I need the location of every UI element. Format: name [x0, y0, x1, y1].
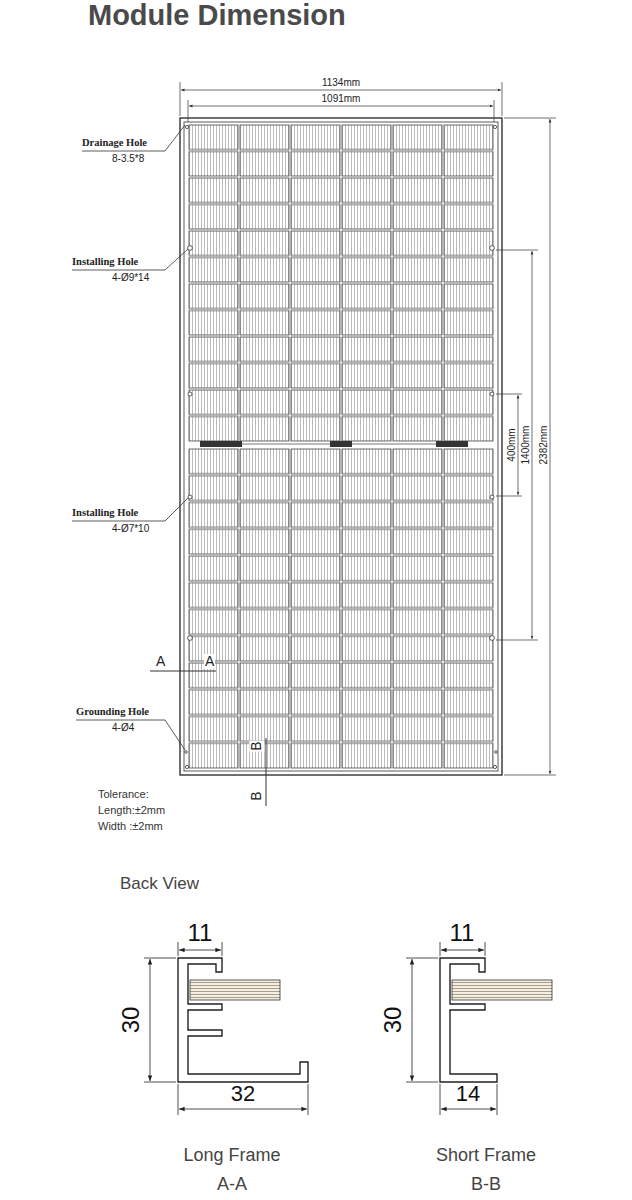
section-title: Short Frame: [436, 1146, 536, 1166]
tolerance-note: Tolerance:: [98, 788, 149, 800]
callout-label: Installing Hole: [72, 256, 138, 268]
section-marker: A: [156, 654, 165, 669]
section-title: A-A: [217, 1175, 247, 1195]
callout-spec: 4-Ø4: [112, 722, 134, 733]
callout-label: Grounding Hole: [76, 706, 149, 718]
title: Module Dimension: [88, 0, 346, 32]
section-title: B-B: [471, 1175, 501, 1195]
section-title: Long Frame: [183, 1146, 280, 1166]
dimension-label: 30: [380, 1007, 406, 1034]
callout-spec: 8-3.5*8: [112, 153, 144, 164]
section-marker: B: [249, 791, 264, 800]
callout-spec: 4-Ø9*14: [112, 272, 149, 283]
callout-spec: 4-Ø7*10: [112, 523, 149, 534]
long-frame-section: [144, 942, 308, 1115]
tolerance-note: Width :±2mm: [98, 820, 163, 832]
dimension-label: 2382mm: [538, 426, 549, 465]
dimension-label: 11: [188, 920, 213, 946]
dimension-label: 1134mm: [322, 77, 360, 88]
dimension-label: 14: [456, 1082, 480, 1106]
leader-lines: [72, 125, 266, 806]
dimension-label: 30: [118, 1007, 144, 1034]
dimension-label: 1400mm: [520, 426, 531, 465]
dimension-label: 400mm: [506, 428, 517, 461]
section-marker: B: [249, 740, 264, 751]
dimension-label: 1091mm: [322, 93, 361, 104]
dimension-lines: [180, 82, 556, 775]
view-label: Back View: [120, 875, 199, 894]
callout-label: Installing Hole: [72, 507, 138, 519]
dimension-label: 11: [450, 920, 475, 946]
solar-panel: [180, 118, 502, 775]
dimension-label: 32: [231, 1082, 255, 1106]
callout-label: Drainage Hole: [82, 137, 147, 149]
section-marker: A: [204, 654, 215, 669]
short-frame-section: [406, 942, 552, 1115]
tolerance-note: Length:±2mm: [98, 804, 165, 816]
